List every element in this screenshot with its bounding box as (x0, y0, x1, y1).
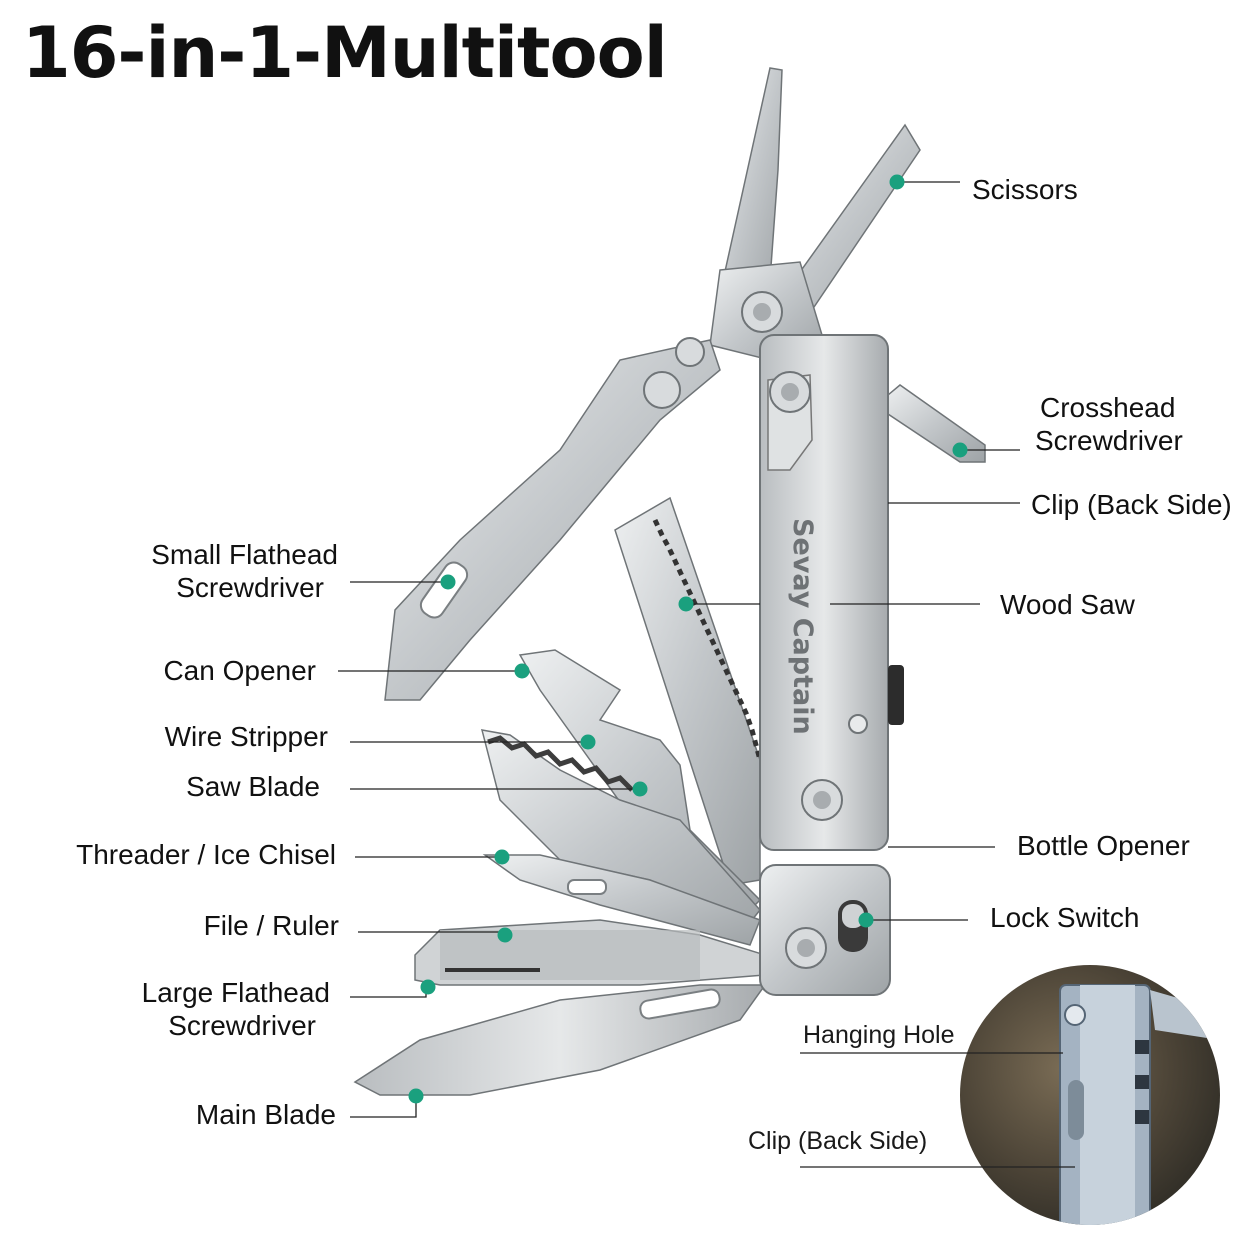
label-can-opener: Can Opener (163, 655, 316, 686)
label-scissors: Scissors (972, 174, 1078, 205)
dot-small-flathead (440, 574, 456, 590)
label-crosshead-line2: Screwdriver (1035, 425, 1183, 456)
dot-main-blade (408, 1088, 424, 1104)
page-title: 16-in-1-Multitool (22, 12, 668, 94)
dot-file-ruler (497, 927, 513, 943)
label-lock-switch: Lock Switch (990, 902, 1140, 933)
label-small-flathead-line1: Small Flathead (151, 539, 338, 570)
label-small-flathead-line2: Screwdriver (176, 572, 324, 603)
dot-wood-saw (678, 596, 694, 612)
label-threader: Threader / Ice Chisel (76, 839, 336, 870)
leader-lines (338, 181, 1075, 1168)
small-flathead-illustration (384, 337, 721, 701)
label-wire-stripper: Wire Stripper (164, 721, 328, 752)
handle-illustration (759, 334, 904, 996)
callout-dots (408, 174, 968, 1104)
label-large-flathead-line2: Screwdriver (168, 1010, 316, 1041)
inset-label-hanging-hole: Hanging Hole (803, 1021, 955, 1049)
scissors-illustration (709, 67, 921, 366)
dot-saw-blade (632, 781, 648, 797)
label-main-blade: Main Blade (195, 1099, 336, 1130)
dot-scissors (889, 174, 905, 190)
dot-can-opener (514, 663, 530, 679)
dot-lock-switch (858, 912, 874, 928)
label-file-ruler: File / Ruler (203, 910, 339, 941)
dot-threader (494, 849, 510, 865)
label-wood-saw: Wood Saw (1000, 589, 1135, 620)
brand-engraving: Sevay Captain (787, 518, 818, 735)
label-crosshead-line1: Crosshead (1040, 392, 1176, 423)
dot-wire-stripper (580, 734, 596, 750)
dot-large-flathead (420, 979, 436, 995)
label-large-flathead-line1: Large Flathead (141, 977, 330, 1008)
label-clip-back: Clip (Back Side) (1031, 489, 1232, 520)
label-saw-blade: Saw Blade (186, 771, 320, 802)
label-bottle-opener: Bottle Opener (1017, 830, 1190, 861)
clip-inset-illustration (960, 965, 1220, 1225)
dot-crosshead (952, 442, 968, 458)
inset-label-clip-back: Clip (Back Side) (748, 1127, 928, 1155)
